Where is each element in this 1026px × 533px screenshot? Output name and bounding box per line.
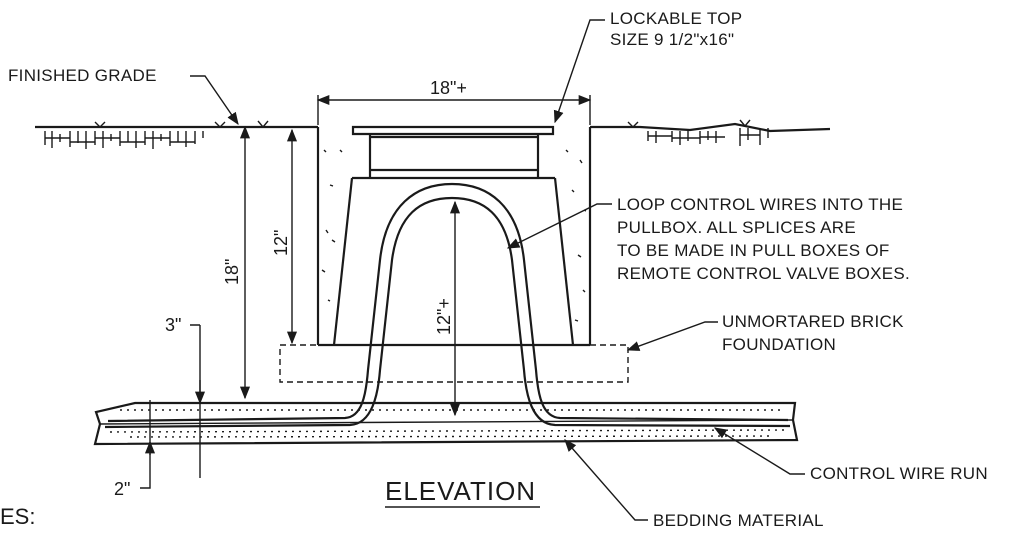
brick-foundation (279, 344, 629, 383)
lockable-top-label-line2: SIZE 9 1/2"x16" (610, 30, 734, 49)
bedding-material-label: BEDDING MATERIAL (653, 511, 824, 530)
width-dimension-text: 18"+ (430, 78, 467, 98)
notes-heading: ES: (0, 504, 35, 529)
dimension-lines (140, 94, 592, 489)
bedding-layer (93, 401, 799, 446)
pullbox-walls (316, 125, 592, 347)
loop-note-line2: PULLBOX. ALL SPLICES ARE (617, 218, 856, 237)
lockable-top-label-line1: LOCKABLE TOP (610, 9, 742, 28)
bottom-gap-dimension-text: 2" (114, 479, 130, 499)
loop-note-line4: REMOTE CONTROL VALVE BOXES. (617, 264, 910, 283)
brick-foundation-label-line1: UNMORTARED BRICK (722, 312, 904, 331)
loop-note-line1: LOOP CONTROL WIRES INTO THE (617, 195, 903, 214)
brick-foundation-label-line2: FOUNDATION (722, 335, 836, 354)
loop-note-line3: TO BE MADE IN PULL BOXES OF (617, 241, 890, 260)
top-gap-dimension-text: 3" (165, 315, 181, 335)
total-depth-dimension-text: 18" (222, 259, 242, 285)
loop-height-dimension-text: 12"+ (434, 298, 454, 335)
finished-grade-line (35, 119, 831, 149)
control-wire-run-label: CONTROL WIRE RUN (810, 464, 988, 483)
leader-lines (190, 19, 805, 521)
box-height-dimension-text: 12" (271, 230, 291, 256)
control-wire-loop (104, 182, 791, 429)
elevation-title: ELEVATION (385, 476, 536, 506)
finished-grade-label: FINISHED GRADE (8, 66, 157, 85)
